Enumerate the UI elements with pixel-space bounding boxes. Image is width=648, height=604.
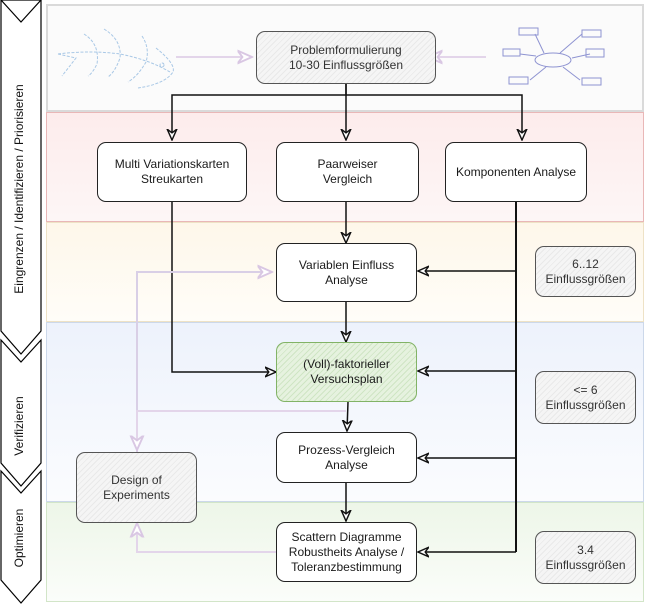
mind-map-icon	[502, 27, 605, 86]
count-badge-3-4: 3.4 Einflussgrößen	[535, 531, 636, 584]
feedback-scattern-to-doe	[137, 523, 276, 553]
variablen-einfluss-box[interactable]: Variablen Einfluss Analyse	[276, 243, 417, 302]
versuchsplan-box[interactable]: (Voll)-faktorieller Versuchsplan	[276, 342, 417, 402]
phase-chevron-verifizieren	[0, 338, 42, 487]
connector-versuchsplan-to-prozess	[347, 401, 348, 431]
multi-variationskarten-box[interactable]: Multi Variationskarten Streukarten	[97, 142, 247, 202]
problem-formulation-box[interactable]: Problemformulierung 10-30 Einflussgrößen	[256, 31, 436, 84]
phase-chevron-optimieren	[0, 469, 42, 604]
komponenten-analyse-box[interactable]: Komponenten Analyse	[445, 142, 587, 202]
connector-multivar-to-versuchsplan	[171, 202, 276, 372]
design-of-experiments-box[interactable]: Design of Experiments	[76, 452, 197, 523]
paarweiser-vergleich-box[interactable]: Paarweiser Vergleich	[276, 142, 419, 202]
count-badge-le-6: <= 6 Einflussgrößen	[535, 371, 636, 424]
count-badge-6-12: 6..12 Einflussgrößen	[535, 246, 636, 297]
scattern-diagramme-box[interactable]: Scattern Diagramme Robustheits Analyse /…	[276, 522, 417, 582]
phase-chevron-eingrenzen-top-notch	[0, 0, 42, 23]
feedback-doe-to-variablen	[136, 272, 272, 452]
fishbone-diagram-icon	[57, 28, 174, 89]
prozess-vergleich-box[interactable]: Prozess-Vergleich Analyse	[276, 432, 417, 483]
connector-problem-to-multivar	[346, 94, 522, 140]
phase-chevron-eingrenzen	[0, 0, 42, 355]
connector-problem-to-komponenten	[172, 84, 347, 140]
feedback-versuchsplan-to-doe	[137, 410, 346, 450]
phase-chevrons	[0, 0, 42, 604]
